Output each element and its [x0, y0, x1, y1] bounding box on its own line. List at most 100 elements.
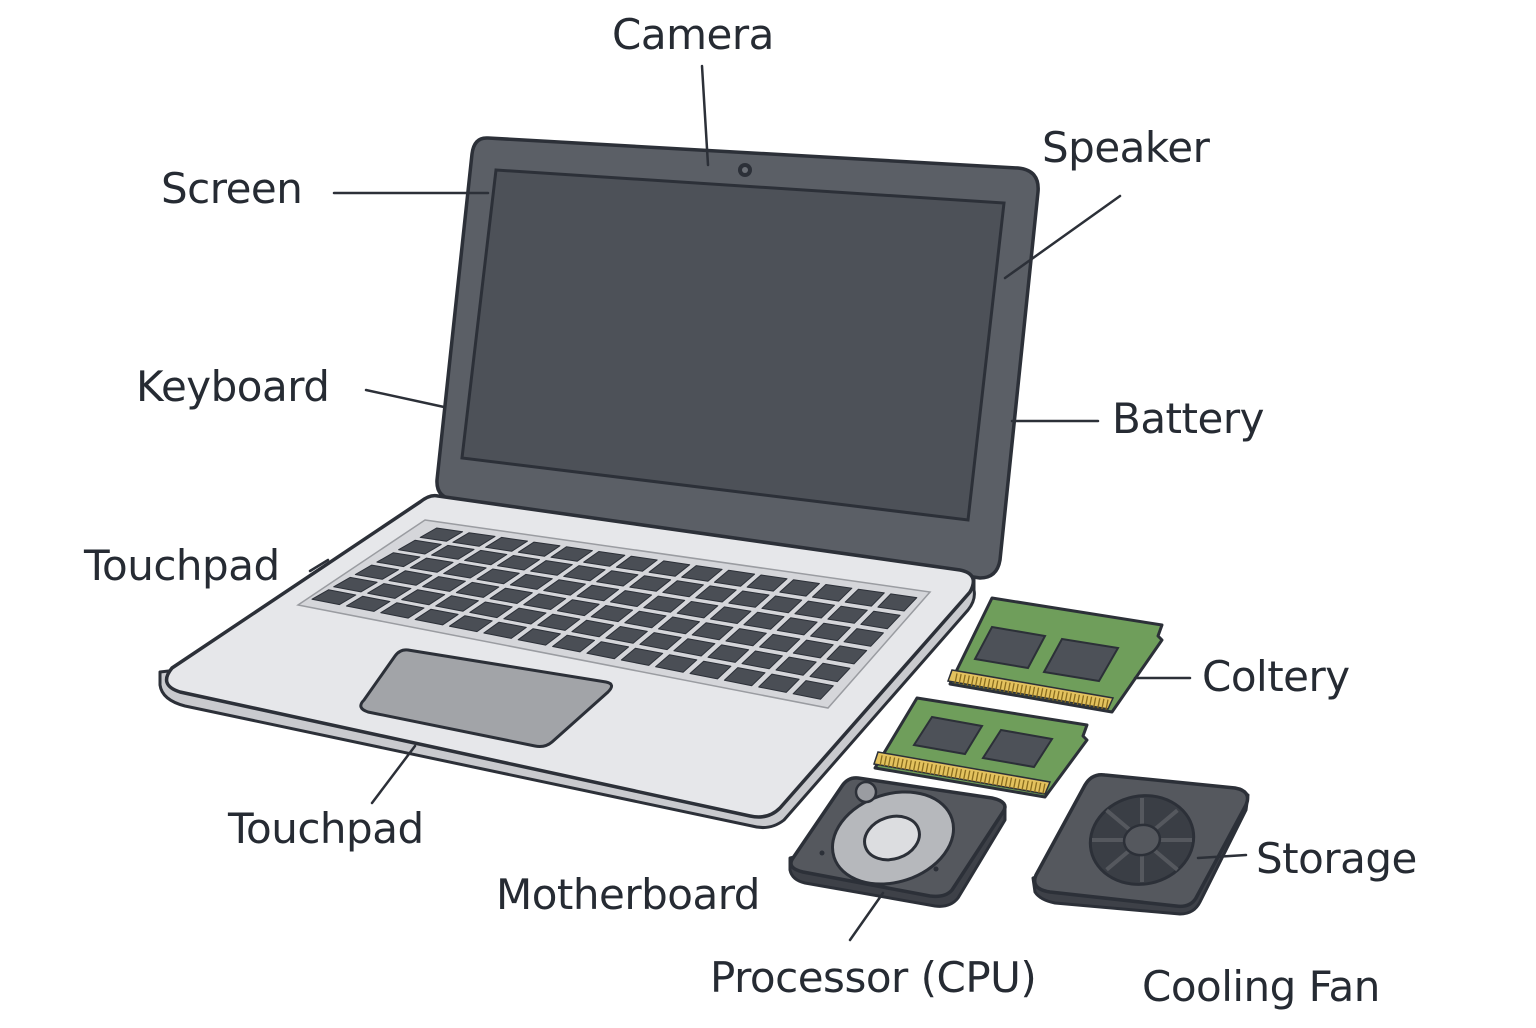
keyboard-key — [809, 662, 851, 683]
label-processor: Processor (CPU) — [710, 953, 1037, 1002]
keyboard-key — [380, 602, 425, 619]
leader-processor — [848, 891, 885, 942]
keyboard-key — [596, 570, 639, 587]
ram-pin — [962, 674, 966, 685]
keyboard-key — [469, 601, 513, 619]
keyboard-key — [476, 568, 520, 585]
keyboard-key — [794, 600, 835, 619]
ram-pin — [1097, 698, 1101, 709]
keyboard-key — [615, 555, 658, 572]
keyboard-key — [843, 628, 884, 647]
keyboard-key — [449, 615, 493, 633]
keyboard-key — [691, 622, 734, 641]
ram-pin — [975, 771, 979, 783]
ram-pin — [978, 677, 983, 688]
keyboard-key — [523, 593, 567, 610]
ram-pin — [1003, 681, 1007, 693]
keyboard-key — [443, 563, 487, 579]
keyboard-key — [401, 589, 446, 606]
keyboard-key — [605, 626, 648, 644]
keyboard-key — [713, 569, 756, 587]
keyboard-key — [741, 650, 783, 670]
ram-pin — [1035, 687, 1040, 698]
ram-pin — [1019, 684, 1023, 695]
keyboard-key — [725, 628, 767, 647]
ram-pin — [958, 768, 963, 780]
keyboard-key — [655, 654, 698, 673]
ram-pin — [1004, 776, 1008, 788]
ram-pin — [958, 673, 962, 685]
ram-pin — [1007, 682, 1011, 693]
ram-pin — [900, 758, 904, 770]
keyboard-key — [367, 583, 412, 599]
label-cooling-fan: Cooling Fan — [1142, 962, 1380, 1011]
leader-keyboard — [364, 388, 446, 409]
keyboard-key — [557, 599, 600, 617]
label-storage: Storage — [1256, 834, 1417, 883]
label-battery: Battery — [1112, 394, 1264, 443]
keyboard-key — [860, 610, 901, 630]
ram-pin — [908, 760, 912, 771]
keyboard-key — [311, 589, 357, 606]
ram-pin — [1017, 779, 1021, 790]
keyboard-key — [639, 632, 682, 651]
ram-pin — [1052, 690, 1056, 701]
ram-pin — [942, 766, 946, 777]
ram-pin — [962, 769, 967, 781]
ram-pin — [1031, 686, 1036, 698]
ram-pin — [1042, 783, 1046, 794]
keyboard-key — [333, 576, 378, 593]
ram-pin — [1013, 778, 1017, 789]
keyboard-key — [517, 628, 561, 646]
keyboard-key — [485, 536, 528, 552]
ram-pin — [967, 770, 971, 781]
ram-pin — [1056, 690, 1060, 702]
ram-pin — [1023, 685, 1028, 696]
ram-pin — [1015, 683, 1019, 695]
keyboard-key — [779, 579, 820, 597]
keyboard-key — [629, 575, 672, 592]
keyboard-key — [673, 638, 716, 657]
keyboard-key — [610, 590, 653, 607]
ram-pin — [966, 675, 970, 686]
ram-pin — [992, 774, 996, 786]
ram-pin — [999, 681, 1003, 692]
keyboard-key — [517, 541, 561, 557]
display-panel — [460, 168, 1006, 522]
leader-storage — [1196, 853, 1248, 860]
keyboard-key — [775, 656, 817, 676]
keyboard-key — [746, 574, 788, 592]
keyboard-key — [576, 584, 619, 602]
keyboard-key — [776, 617, 818, 636]
ram-pin — [1025, 780, 1029, 791]
keyboard-key — [826, 645, 868, 665]
ram-pin — [1101, 698, 1105, 710]
leader-touchpad-top — [308, 558, 330, 573]
label-coltery: Coltery — [1202, 652, 1350, 701]
keyboard-key — [707, 644, 750, 663]
keyboard-key — [452, 532, 496, 547]
keyboard-key — [422, 576, 466, 592]
ram-pin — [933, 764, 938, 775]
ram-pin — [1064, 692, 1068, 703]
storage-part — [1031, 772, 1250, 916]
keyboard-key — [414, 608, 459, 626]
ram-pin — [1084, 695, 1089, 707]
keyboard-key — [643, 595, 686, 613]
keyboard-key — [676, 601, 719, 619]
keyboard-key — [543, 579, 586, 596]
label-camera: Camera — [612, 10, 774, 59]
ram-pin — [1068, 693, 1072, 704]
label-keyboard: Keyboard — [136, 362, 330, 411]
keyboard-key — [759, 633, 801, 653]
touchpad-pad — [359, 648, 613, 748]
keyboard-key — [464, 549, 508, 566]
ram-pin — [1040, 688, 1044, 699]
ram-pin — [1076, 694, 1081, 705]
ram-pin — [954, 768, 958, 779]
motherboard-part — [788, 776, 1007, 908]
keyboard-key — [681, 565, 723, 582]
fan-blade — [1153, 808, 1179, 831]
